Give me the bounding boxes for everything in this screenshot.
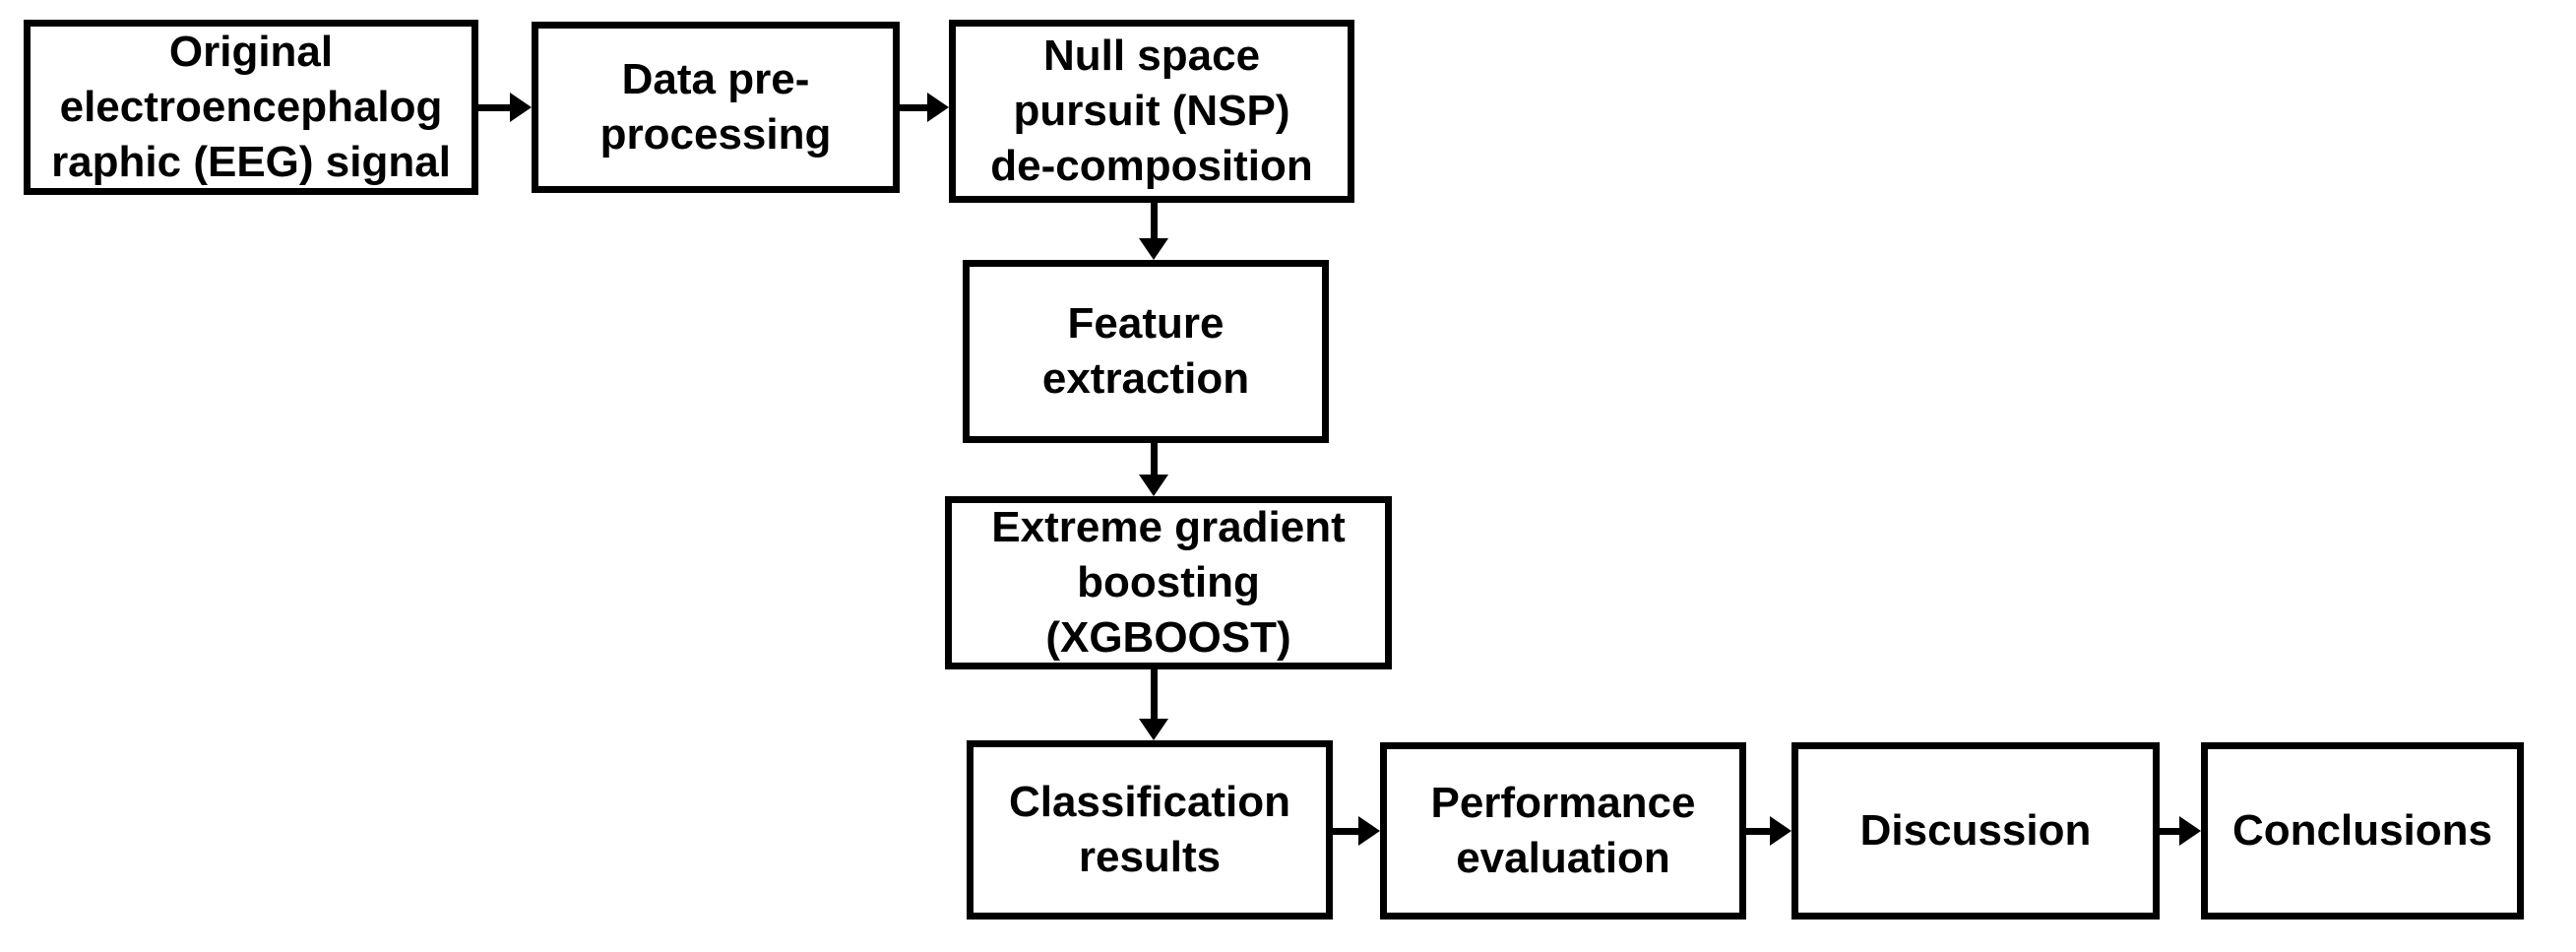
arrow-shaft bbox=[478, 104, 514, 111]
arrow-head-right-icon bbox=[1770, 816, 1791, 846]
flow-node-discussion: Discussion bbox=[1791, 742, 2160, 920]
flow-node-performance-evaluation: Performance evaluation bbox=[1380, 742, 1746, 920]
flow-node-feature-extraction: Feature extraction bbox=[963, 260, 1329, 443]
arrow-feature-extraction-to-xgboost bbox=[1139, 443, 1168, 496]
arrow-shaft bbox=[1333, 828, 1362, 835]
arrow-nsp-to-feature-extraction bbox=[1139, 203, 1168, 260]
arrow-shaft bbox=[1746, 828, 1774, 835]
arrow-head-right-icon bbox=[2179, 816, 2201, 846]
flow-node-label-line: extraction bbox=[1041, 354, 1250, 403]
flow-node-conclusions: Conclusions bbox=[2201, 742, 2524, 920]
flow-node-label-line: Feature bbox=[1067, 298, 1225, 348]
flow-node-xgboost: Extreme gradient boosting (XGBOOST) bbox=[945, 496, 1392, 669]
arrow-head-right-icon bbox=[510, 93, 532, 122]
arrow-shaft bbox=[1151, 669, 1158, 723]
flow-node-data-preprocessing: Data pre- processing bbox=[532, 22, 900, 193]
flow-node-label-line: de-composition bbox=[990, 142, 1313, 191]
arrow-shaft bbox=[2160, 828, 2183, 835]
arrow-head-down-icon bbox=[1139, 238, 1168, 260]
arrow-shaft bbox=[1151, 203, 1158, 242]
arrow-eeg-to-preprocessing bbox=[478, 93, 532, 122]
arrow-head-right-icon bbox=[1358, 816, 1380, 846]
arrow-head-down-icon bbox=[1139, 475, 1168, 496]
flow-node-label-line: Extreme gradient bbox=[991, 502, 1346, 551]
flow-node-label-line: Data pre- bbox=[621, 54, 810, 103]
flow-node-eeg-signal: Original electroencephalog raphic (EEG) … bbox=[24, 20, 478, 195]
flow-node-label-line: Performance bbox=[1430, 778, 1696, 827]
flow-node-label-line: Null space bbox=[1042, 31, 1261, 80]
arrow-xgboost-to-classification bbox=[1139, 669, 1168, 740]
flow-node-label-line: pursuit (NSP) bbox=[1013, 86, 1290, 135]
arrow-head-right-icon bbox=[927, 93, 949, 122]
arrow-preprocessing-to-nsp bbox=[900, 93, 949, 122]
flow-node-label-line: processing bbox=[599, 110, 832, 159]
flow-node-label-line: boosting bbox=[1077, 557, 1260, 606]
flow-node-label-line: raphic (EEG) signal bbox=[51, 138, 451, 187]
flow-node-label-line: results bbox=[1078, 833, 1222, 881]
arrow-shaft bbox=[900, 104, 931, 111]
arrow-classification-to-performance bbox=[1333, 816, 1380, 846]
flow-node-label-line: Conclusions bbox=[2231, 805, 2493, 855]
arrow-discussion-to-conclusions bbox=[2160, 816, 2201, 846]
flow-node-label-line: evaluation bbox=[1456, 834, 1670, 882]
flow-node-label-line: (XGBOOST) bbox=[1045, 613, 1291, 663]
flow-node-classification-results: Classification results bbox=[967, 740, 1333, 920]
flow-node-label-line: Classification bbox=[1008, 777, 1291, 826]
flow-node-label-line: Original bbox=[168, 27, 334, 76]
flow-node-label-line: electroencephalog bbox=[59, 82, 443, 131]
arrow-head-down-icon bbox=[1139, 719, 1168, 740]
arrow-performance-to-discussion bbox=[1746, 816, 1791, 846]
flow-node-label-line: Discussion bbox=[1859, 805, 2092, 855]
flow-node-nsp-decomposition: Null space pursuit (NSP) de-composition bbox=[949, 20, 1354, 203]
arrow-shaft bbox=[1151, 443, 1158, 478]
